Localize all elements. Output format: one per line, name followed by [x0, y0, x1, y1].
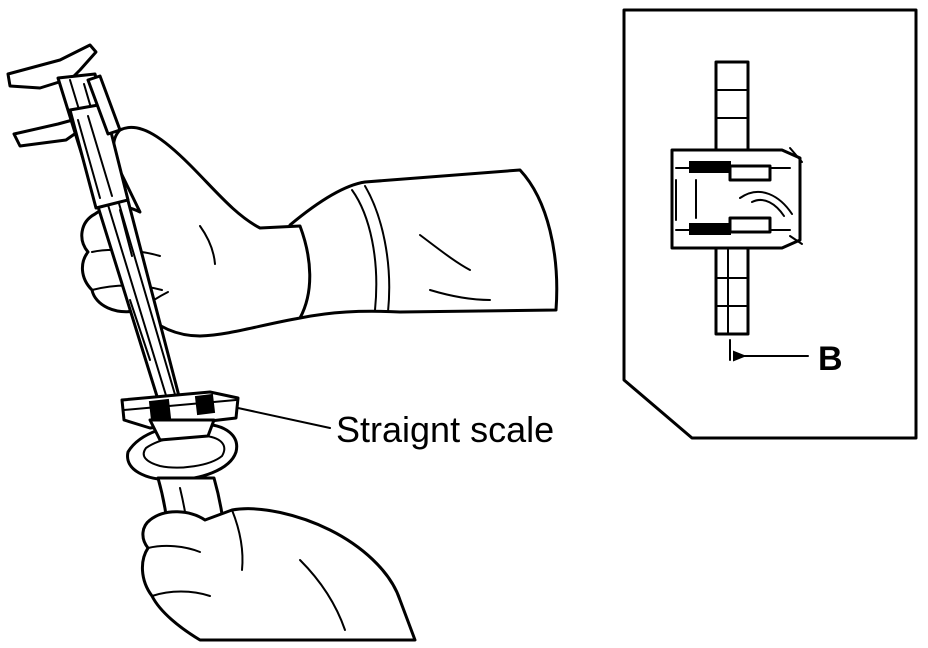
- lower-hand: [141, 507, 417, 642]
- callout-leader: [237, 407, 331, 429]
- dimension-label: B: [818, 340, 843, 378]
- inset-shaft: [714, 60, 750, 336]
- callout-label: Straignt scale: [336, 409, 554, 450]
- caliper-scene: Straignt scale: [6, 43, 559, 642]
- dimension-b: B: [729, 339, 843, 378]
- vernier-caliper: [6, 43, 182, 408]
- upper-sleeve: [284, 168, 559, 320]
- inset-detail: B: [622, 8, 918, 440]
- inset-housing: [670, 147, 803, 250]
- inset-frame: [622, 8, 918, 440]
